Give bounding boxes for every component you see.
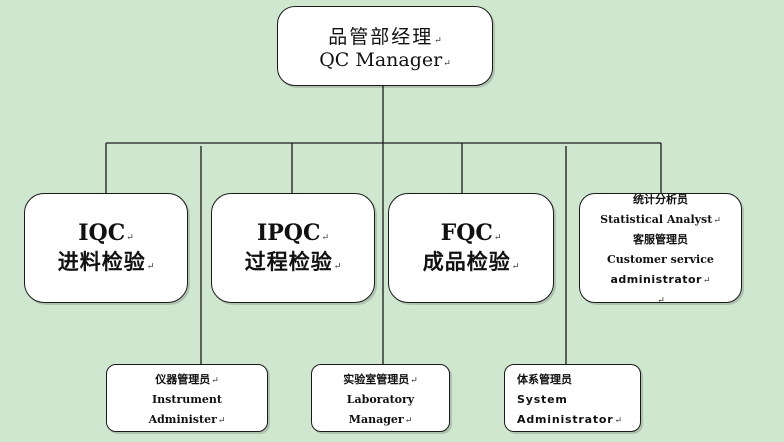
return-mark: ↵ [657,296,665,306]
instrument-en1-label: Instrument [152,393,222,406]
stat-cn2-label: 客服管理员 [633,233,688,246]
ipqc-cn-label: 过程检验 [244,250,333,274]
manager-en-label: QC Manager [319,48,443,71]
instrument-cn-label: 仪器管理员 [155,373,211,386]
return-mark: ↵ [614,416,623,426]
system-administrator-node: 体系管理员 System Administrator↵ [504,364,641,432]
return-mark: ↵ [217,416,226,426]
laboratory-manager-node: 实验室管理员↵ Laboratory Manager↵ [311,364,450,432]
system-en2-label: Administrator [517,413,614,426]
ipqc-node: IPQC↵ 过程检验↵ [211,193,375,303]
return-mark: ↵ [493,233,502,243]
return-mark: ↵ [126,233,134,243]
fqc-cn-label: 成品检验 [422,250,511,274]
iqc-node: IQC↵ 进料检验↵ [24,193,188,303]
return-mark: ↵ [404,416,413,426]
stat-en1-label: Statistical Analyst [600,213,713,226]
qc-manager-node: 品管部经理↵ QC Manager↵ [277,6,493,86]
ipqc-code: IPQC [256,220,321,246]
stat-en2b-label: administrator [610,273,702,286]
lab-en1-label: Laboratory [346,393,415,406]
lab-cn-label: 实验室管理员 [343,373,410,386]
instrument-en2-label: Administer [148,413,217,426]
iqc-cn-label: 进料检验 [57,250,146,274]
instrument-administer-node: 仪器管理员↵ Instrument Administer↵ [106,364,268,432]
manager-cn-label: 品管部经理 [328,25,434,48]
system-cn-label: 体系管理员 [517,373,572,386]
stat-cn1-label: 统计分析员 [633,193,688,206]
return-mark: ↵ [434,35,442,46]
return-mark: ↵ [333,262,342,272]
lab-en2-label: Manager [348,413,404,426]
system-en1-label: System [517,393,568,406]
return-mark: ↵ [702,276,711,286]
statistical-analyst-node: 统计分析员 Statistical Analyst↵ 客服管理员 Custome… [579,193,742,306]
return-mark: ↵ [211,376,219,386]
stat-en2a-label: Customer service [607,253,714,266]
return-mark: ↵ [713,216,721,226]
fqc-node: FQC↵ 成品检验↵ [388,193,554,303]
fqc-code: FQC [440,220,493,246]
return-mark: ↵ [443,58,451,69]
return-mark: ↵ [321,233,330,243]
return-mark: ↵ [410,376,418,386]
iqc-code: IQC [78,220,126,246]
return-mark: ↵ [511,262,520,272]
return-mark: ↵ [146,262,155,272]
